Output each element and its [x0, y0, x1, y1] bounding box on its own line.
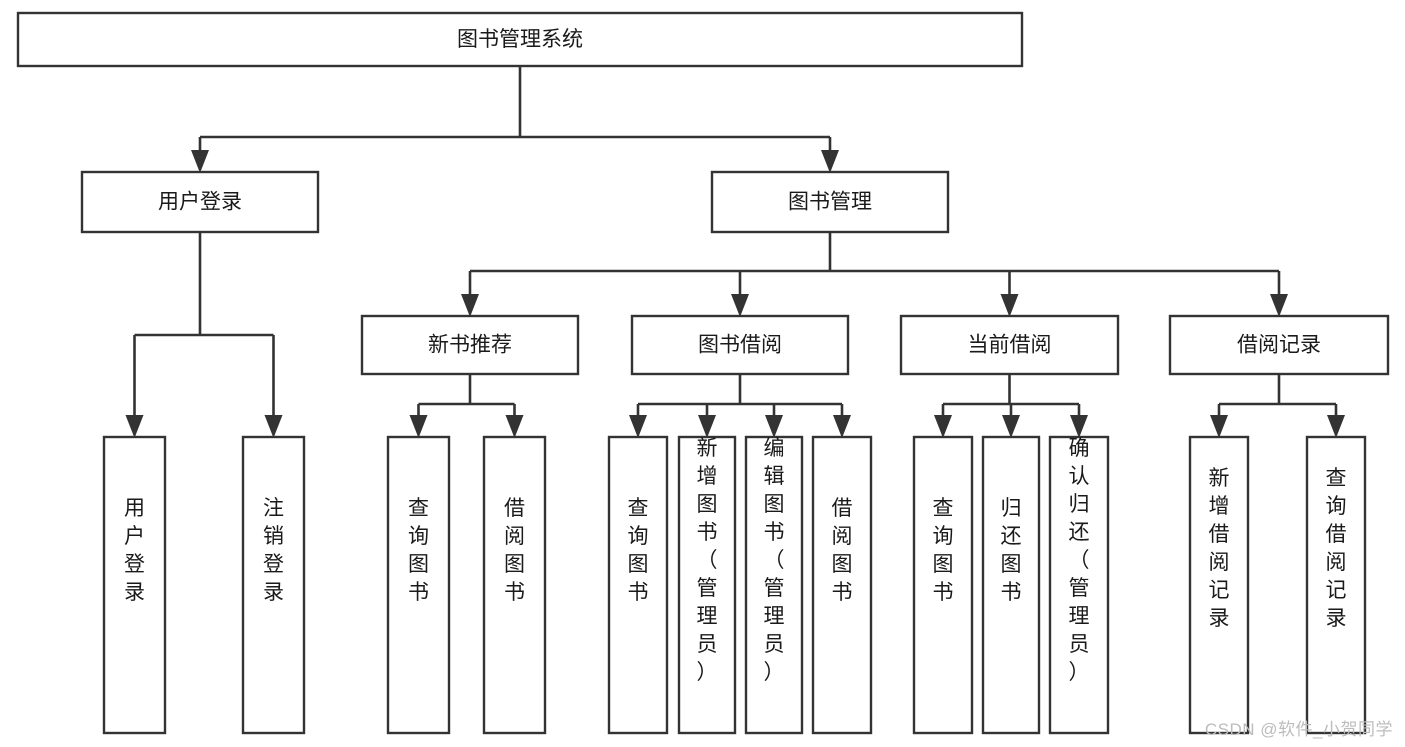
connector-arrowhead: [821, 150, 839, 173]
connector-arrowhead: [1070, 415, 1088, 438]
connector-arrowhead: [765, 415, 783, 438]
connector-arrowhead: [191, 150, 209, 173]
node-box-new-book-recommend[interactable]: [360, 314, 580, 376]
connector-arrowhead: [934, 415, 952, 438]
node-book-manage[interactable]: 图书管理: [710, 170, 950, 234]
node-label-root: 图书管理系统: [457, 28, 583, 51]
node-box-leaf-logout[interactable]: [241, 435, 306, 735]
node-label-leaf-edit-book-admin: 编辑图书（管理员）: [764, 437, 785, 684]
node-label-new-book-recommend: 新书推荐: [428, 334, 512, 357]
connector-arrowhead: [698, 415, 716, 438]
node-leaf-confirm-return-admin[interactable]: 确认归还（管理员）: [1048, 435, 1110, 735]
connector-arrowhead: [264, 415, 283, 438]
connector-arrowhead: [505, 415, 524, 438]
node-box-leaf-query-book-2[interactable]: [607, 435, 669, 735]
node-leaf-borrow-book-2[interactable]: 借阅图书: [811, 435, 873, 735]
node-user-login[interactable]: 用户登录: [80, 170, 320, 234]
node-box-current-borrow[interactable]: [899, 314, 1120, 376]
node-leaf-logout[interactable]: 注销登录: [241, 435, 306, 735]
node-label-current-borrow: 当前借阅: [968, 334, 1052, 357]
node-label-leaf-logout: 注销登录: [263, 497, 284, 604]
connector-arrowhead: [833, 415, 851, 438]
node-box-leaf-edit-book-admin[interactable]: [744, 435, 804, 735]
node-label-book-borrow: 图书借阅: [698, 334, 782, 357]
node-box-borrow-record[interactable]: [1168, 314, 1390, 376]
connector-arrowhead: [1002, 415, 1020, 438]
node-label-user-login: 用户登录: [158, 191, 242, 214]
node-label-leaf-add-borrow-record: 新增借阅记录: [1209, 467, 1230, 630]
edges-layer: [125, 66, 1345, 438]
node-current-borrow[interactable]: 当前借阅: [899, 314, 1120, 376]
connector-arrowhead: [629, 415, 647, 438]
node-leaf-return-book[interactable]: 归还图书: [981, 435, 1041, 735]
node-leaf-user-login[interactable]: 用户登录: [102, 435, 167, 735]
node-label-leaf-borrow-book-1: 借阅图书: [504, 497, 525, 604]
node-box-leaf-query-borrow-record[interactable]: [1305, 435, 1367, 735]
connector-arrowhead: [461, 294, 479, 317]
node-leaf-query-book-3[interactable]: 查询图书: [912, 435, 974, 735]
node-leaf-add-borrow-record[interactable]: 新增借阅记录: [1188, 435, 1250, 735]
node-box-leaf-query-book-1[interactable]: [386, 435, 451, 735]
node-leaf-add-book-admin[interactable]: 新增图书（管理员）: [677, 435, 737, 735]
node-box-leaf-borrow-book-2[interactable]: [811, 435, 873, 735]
node-box-leaf-add-borrow-record[interactable]: [1188, 435, 1250, 735]
node-label-leaf-user-login: 用户登录: [124, 497, 145, 604]
node-label-leaf-confirm-return-admin: 确认归还（管理员）: [1069, 437, 1090, 684]
node-box-root[interactable]: [16, 11, 1024, 68]
nodes-layer: 图书管理系统用户登录图书管理新书推荐图书借阅当前借阅借阅记录用户登录注销登录查询…: [16, 11, 1390, 735]
node-leaf-edit-book-admin[interactable]: 编辑图书（管理员）: [744, 435, 804, 735]
node-new-book-recommend[interactable]: 新书推荐: [360, 314, 580, 376]
node-label-leaf-query-book-1: 查询图书: [408, 497, 429, 604]
node-box-leaf-confirm-return-admin[interactable]: [1048, 435, 1110, 735]
connector-arrowhead: [1270, 294, 1288, 317]
node-label-leaf-add-book-admin: 新增图书（管理员）: [697, 437, 718, 684]
node-root[interactable]: 图书管理系统: [16, 11, 1024, 68]
node-box-leaf-borrow-book-1[interactable]: [482, 435, 547, 735]
node-book-borrow[interactable]: 图书借阅: [630, 314, 850, 376]
node-label-leaf-query-book-3: 查询图书: [933, 497, 954, 604]
node-leaf-query-borrow-record[interactable]: 查询借阅记录: [1305, 435, 1367, 735]
connector-arrowhead: [125, 415, 144, 438]
node-borrow-record[interactable]: 借阅记录: [1168, 314, 1390, 376]
node-label-book-manage: 图书管理: [788, 191, 872, 214]
node-box-leaf-return-book[interactable]: [981, 435, 1041, 735]
node-label-borrow-record: 借阅记录: [1237, 334, 1321, 357]
node-box-book-borrow[interactable]: [630, 314, 850, 376]
node-box-leaf-user-login[interactable]: [102, 435, 167, 735]
node-label-leaf-borrow-book-2: 借阅图书: [832, 497, 853, 604]
node-box-leaf-query-book-3[interactable]: [912, 435, 974, 735]
connector-arrowhead: [731, 294, 749, 317]
node-leaf-borrow-book-1[interactable]: 借阅图书: [482, 435, 547, 735]
node-label-leaf-query-borrow-record: 查询借阅记录: [1326, 467, 1347, 630]
connector-arrowhead: [1000, 294, 1019, 317]
connector-arrowhead: [409, 415, 428, 438]
node-box-user-login[interactable]: [80, 170, 320, 234]
connector-arrowhead: [1327, 415, 1345, 438]
node-label-leaf-return-book: 归还图书: [1001, 497, 1022, 604]
node-leaf-query-book-1[interactable]: 查询图书: [386, 435, 451, 735]
node-box-leaf-add-book-admin[interactable]: [677, 435, 737, 735]
node-box-book-manage[interactable]: [710, 170, 950, 234]
csdn-watermark: CSDN @软件_小贺同学: [1204, 720, 1393, 739]
node-label-leaf-query-book-2: 查询图书: [628, 497, 649, 604]
connector-arrowhead: [1210, 415, 1228, 438]
node-leaf-query-book-2[interactable]: 查询图书: [607, 435, 669, 735]
